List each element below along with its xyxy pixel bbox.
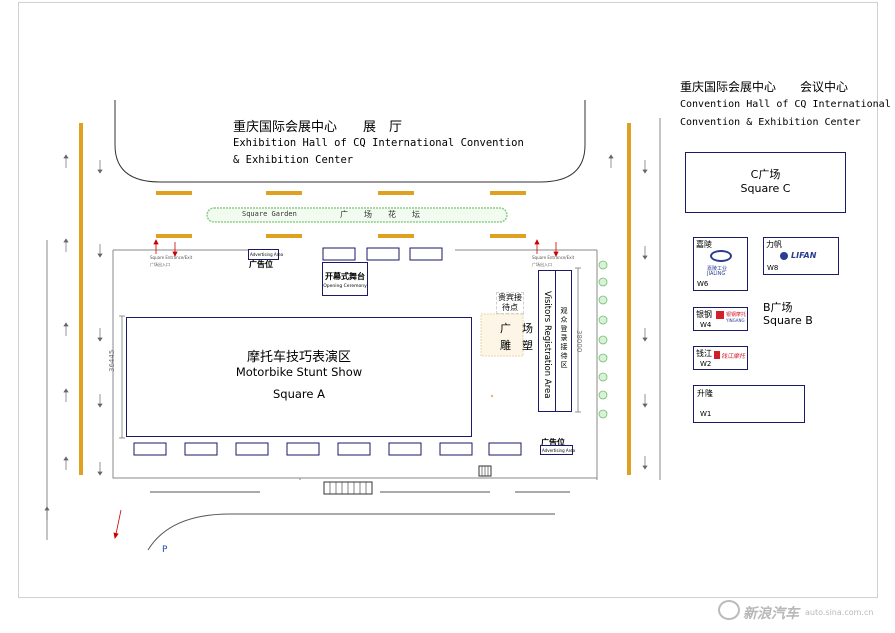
vip-reception-text: 贵宾接待点	[498, 293, 522, 312]
bottom-booth	[488, 442, 522, 456]
booth-jialing-brand: 嘉陵	[696, 240, 712, 249]
bottom-booth	[184, 442, 218, 456]
road-marking	[490, 234, 526, 238]
garden-label-cn: 广 场 花 坛	[340, 210, 420, 219]
hall-title-en-2: & Exhibition Center	[233, 154, 354, 166]
top-booth	[409, 247, 443, 261]
road-marking	[266, 191, 302, 195]
advertising-area-top: Advertising Area	[248, 249, 283, 260]
entrance-arrows	[113, 239, 559, 539]
visitors-label-cn: 观众登录接待区	[560, 307, 568, 370]
visitors-label-en: Visitors Registration Area	[542, 291, 552, 399]
booth-jialing-logo-cn: 嘉陵工业	[707, 266, 728, 272]
bottom-booth	[388, 442, 422, 456]
sculpture-line-2: 雕 塑	[500, 339, 533, 352]
booth-qianjiang-brand: 钱江	[696, 349, 712, 358]
opening-ceremony-stage: 开幕式舞台 Opening Ceremony	[322, 262, 368, 296]
square-a-stunt-area: 摩托车技巧表演区 Motorbike Stunt Show Square A	[126, 317, 472, 437]
top-booth	[366, 247, 400, 261]
booth-yingang-logo-cn: 银钢摩托	[726, 312, 747, 318]
advertising-top-cn: 广告位	[249, 260, 273, 269]
road-marking	[156, 234, 192, 238]
bottom-booth	[133, 442, 167, 456]
booth-lifan-logo: LIFAN	[791, 251, 817, 260]
advertising-top-en: Advertising Area	[250, 252, 284, 257]
booth-lifan: 力帆 LIFAN W8	[763, 237, 839, 275]
watermark-brand: 新浪汽车	[743, 606, 799, 622]
road-marking	[266, 234, 302, 238]
sina-logo-icon	[718, 600, 740, 620]
booth-jialing-code: W6	[697, 280, 709, 288]
visitors-registration-area: Visitors Registration Area 观众登录接待区	[538, 270, 572, 412]
booth-lifan-brand: 力帆	[766, 240, 782, 249]
square-sculpture	[480, 313, 524, 357]
square-c-name: Square C	[740, 182, 791, 195]
booth-qianjiang: 钱江 钱江摩托 W2	[693, 346, 748, 370]
hall-title-en-1: Exhibition Hall of CQ International Conv…	[233, 137, 524, 149]
bottom-booth	[235, 442, 269, 456]
booth-yingang-logo: YINGANG	[726, 318, 745, 323]
advertising-area-bottom: Advertising Area	[540, 445, 576, 455]
square-c-title-cn: C广场	[750, 168, 781, 181]
road-curve	[147, 513, 555, 551]
entrance-left-cn: 广场出入口	[150, 262, 170, 267]
entrance-right-en: Square Entrance/Exit	[532, 255, 575, 260]
jialing-logo-icon	[710, 250, 732, 262]
visitors-dimension: 38000	[575, 330, 583, 353]
booth-shenglong: 升隆 W1	[693, 385, 805, 423]
opening-label-cn: 开幕式舞台	[325, 272, 365, 281]
visitors-divider	[555, 271, 556, 411]
qianjiang-logo-icon	[714, 351, 720, 359]
square-b-name: Square B	[763, 314, 813, 327]
booth-yingang: 银钢 银钢摩托 YINGANG W4	[693, 307, 748, 331]
hall-title-cn: 重庆国际会展中心 展 厅	[233, 120, 403, 135]
square-a-title-en: Motorbike Stunt Show	[235, 365, 363, 379]
lifan-logo-icon	[780, 252, 788, 260]
parking-label: P	[162, 545, 168, 555]
road-marking-vertical-left	[79, 123, 83, 475]
booth-qianjiang-logo-cn: 钱江摩托	[721, 353, 746, 360]
entrance-right-cn: 广场出入口	[532, 262, 552, 267]
map-frame	[18, 2, 878, 598]
square-a-title-cn: 摩托车技巧表演区	[246, 350, 351, 365]
road-marking	[156, 191, 192, 195]
yingang-logo-icon	[716, 311, 724, 319]
road-marking	[378, 234, 414, 238]
garden-label-en: Square Garden	[242, 210, 297, 218]
advertising-bottom-en: Advertising Area	[542, 448, 576, 453]
road-marking	[490, 191, 526, 195]
convention-title-en-2: Convention & Exhibition Center	[680, 117, 861, 128]
sculpture-line-1: 广 场	[500, 322, 533, 335]
square-garden	[206, 207, 508, 223]
exhibition-hall-outline	[114, 100, 586, 183]
plants	[598, 260, 608, 419]
vip-reception-label: 贵宾接待点	[496, 292, 524, 314]
bottom-booth	[337, 442, 371, 456]
booth-shenglong-brand: 升隆	[697, 389, 713, 398]
bottom-booth	[286, 442, 320, 456]
road-marking	[378, 191, 414, 195]
booth-yingang-code: W4	[700, 321, 712, 329]
booth-yingang-brand: 银钢	[696, 310, 712, 319]
square-b-title-cn: B广场	[763, 301, 793, 314]
bottom-booth	[439, 442, 473, 456]
traffic-arrows	[44, 154, 648, 520]
square-a-name: Square A	[272, 387, 325, 401]
convention-title-cn: 重庆国际会展中心 会议中心	[680, 80, 849, 94]
square-a-dimension: 36445	[108, 349, 116, 372]
booth-qianjiang-code: W2	[700, 360, 712, 368]
top-booth	[322, 247, 356, 261]
square-c: C广场 Square C	[685, 152, 846, 213]
road-marking-vertical-right	[627, 123, 631, 475]
booth-jialing: 嘉陵 嘉陵工业 JIALING W6	[693, 237, 748, 291]
booth-lifan-code: W8	[767, 264, 779, 272]
booth-jialing-logo: JIALING	[707, 271, 726, 277]
watermark-site: auto.sina.com.cn	[805, 608, 874, 617]
entrance-left-en: Square Entrance/Exit	[150, 255, 193, 260]
opening-label-en: Opening Ceremony	[323, 284, 367, 289]
booth-shenglong-code: W1	[700, 410, 712, 418]
advertising-bottom-cn: 广告位	[541, 438, 565, 447]
convention-title-en-1: Convention Hall of CQ International	[680, 99, 891, 110]
